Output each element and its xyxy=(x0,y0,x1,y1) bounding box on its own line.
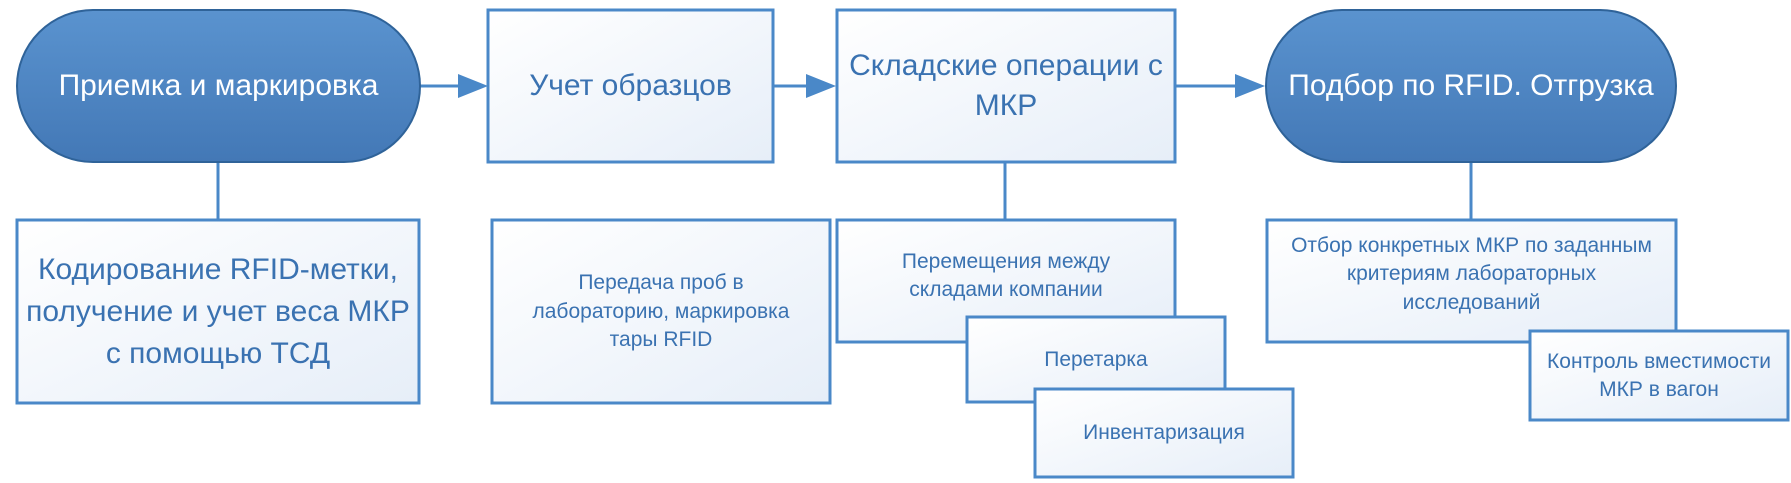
detail-connectors xyxy=(216,162,1473,220)
detail-shipment-selection-text: Отбор конкретных МКР по заданным критери… xyxy=(1291,234,1652,314)
detail-warehouse-inventory: Инвентаризация xyxy=(1035,389,1293,477)
detail-samples: Передача проб в лабораторию, маркировка … xyxy=(512,222,810,402)
arrowhead-3-4 xyxy=(1235,74,1265,98)
detail-reception-text: Кодирование RFID-метки, получение и учет… xyxy=(26,253,410,370)
detail-warehouse-transfer-text: Перемещения между складами компании xyxy=(901,250,1111,302)
stage-reception-text: Приемка и маркировка xyxy=(58,69,379,102)
stage-pill-reception xyxy=(16,9,421,163)
flow-arrows xyxy=(420,74,1265,98)
detail-reception: Кодирование RFID-метки, получение и учет… xyxy=(24,222,412,402)
detail-box-reception xyxy=(15,218,421,405)
stage-label-shipment: Подбор по RFID. Отгрузка xyxy=(1266,10,1676,162)
detail-shipment-selection: Отбор конкретных МКР по заданным критери… xyxy=(1285,232,1658,330)
detail-warehouse-repack-text: Перетарка xyxy=(1044,347,1148,371)
stage-label-reception: Приемка и маркировка xyxy=(17,10,420,162)
detail-box-warehouse-3 xyxy=(1033,387,1295,479)
stage-pill-shipment xyxy=(1265,9,1677,163)
detail-shipment-capacity-text: Контроль вместимости МКР в вагон xyxy=(1547,350,1771,401)
step-label-warehouse: Складские операции с МКР xyxy=(845,10,1167,162)
step-box-warehouse xyxy=(835,8,1177,164)
stage-shipment-text: Подбор по RFID. Отгрузка xyxy=(1288,69,1654,102)
detail-box-shipment-2 xyxy=(1528,329,1790,422)
step-label-samples: Учет образцов xyxy=(488,10,773,162)
step-samples-text: Учет образцов xyxy=(529,69,732,102)
detail-warehouse-inventory-text: Инвентаризация xyxy=(1083,420,1245,444)
step-box-samples xyxy=(486,8,775,164)
detail-warehouse-transfer: Перемещения между складами компании xyxy=(857,248,1155,312)
detail-shipment-capacity: Контроль вместимости МКР в вагон xyxy=(1538,331,1780,420)
detail-box-samples xyxy=(490,218,832,405)
detail-warehouse-repack: Перетарка xyxy=(967,330,1225,390)
step-warehouse-text: Складские операции с МКР xyxy=(849,48,1163,123)
arrowhead-1-2 xyxy=(458,74,488,98)
detail-samples-text: Передача проб в лабораторию, маркировка … xyxy=(532,271,790,352)
arrowhead-2-3 xyxy=(806,74,836,98)
detail-box-shipment-1 xyxy=(1265,218,1678,344)
